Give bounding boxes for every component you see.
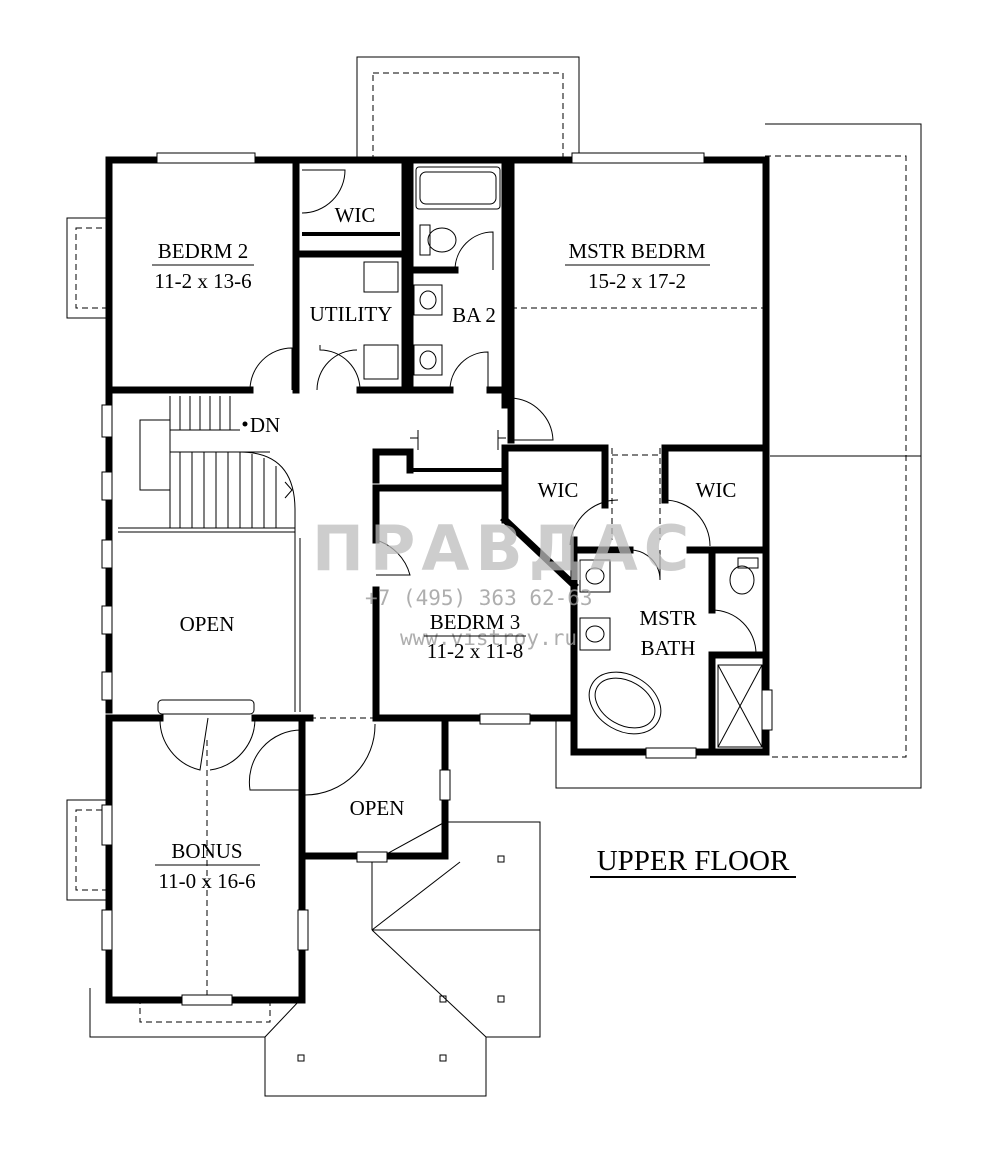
bonus-dims: 11-0 x 16-6 — [158, 869, 255, 893]
bottom-roof — [89, 821, 541, 1097]
wic-master-right-label: WIC — [696, 478, 737, 502]
bedroom2-dims: 11-2 x 13-6 — [154, 269, 251, 293]
right-deck — [555, 123, 922, 789]
watermark: ПРАВДАС +7 (495) 363 62-63 www.vistroy.r… — [312, 512, 695, 650]
master-bath-name: MSTR — [639, 606, 696, 630]
bedroom3-dims: 11-2 x 11-8 — [427, 639, 523, 663]
open-stair-label: OPEN — [180, 612, 235, 636]
bonus-name: BONUS — [171, 839, 242, 863]
bath2-label: BA 2 — [452, 303, 496, 327]
stair — [118, 396, 301, 712]
roof-markers — [297, 855, 505, 1062]
master-bedroom-name: MSTR BEDRM — [568, 239, 705, 263]
watermark-brand: ПРАВДАС — [312, 512, 695, 585]
master-bedroom-dims: 15-2 x 17-2 — [588, 269, 686, 293]
watermark-phone: +7 (495) 363 62-63 — [365, 586, 593, 610]
watermark-site: www.vistroy.ru — [400, 626, 577, 650]
top-deck — [356, 56, 580, 158]
bedroom2-name: BEDRM 2 — [158, 239, 248, 263]
stair-treads — [118, 396, 296, 538]
wic-bedroom2-label: WIC — [335, 203, 376, 227]
master-bath-name2: BATH — [641, 636, 696, 660]
bedroom3-name: BEDRM 3 — [430, 610, 520, 634]
wic-master-left-label: WIC — [538, 478, 579, 502]
windows — [101, 152, 773, 1006]
stair-dn-label: DN — [250, 413, 280, 437]
plan-title: UPPER FLOOR — [590, 845, 796, 878]
fixtures — [363, 166, 763, 748]
upper-floor-title: UPPER FLOOR — [597, 845, 790, 877]
utility-label: UTILITY — [310, 302, 393, 326]
open-lower-label: OPEN — [350, 796, 405, 820]
ceiling-lines — [206, 307, 766, 995]
room-labels: BEDRM 2 11-2 x 13-6 WIC UTILITY BA 2 MST… — [152, 203, 736, 893]
left-bay-windows — [66, 217, 108, 901]
